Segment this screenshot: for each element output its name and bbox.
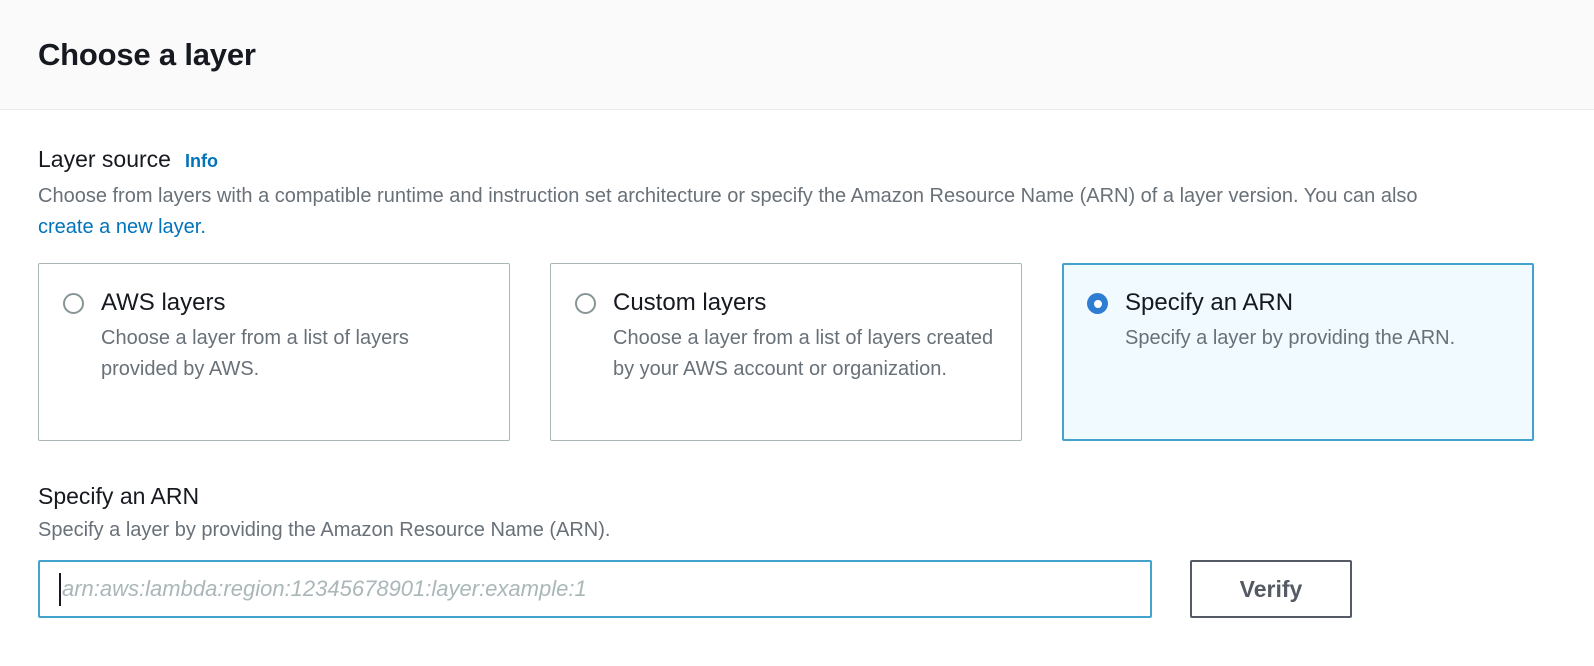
- radio-card-description: Choose a layer from a list of layers pro…: [101, 327, 409, 380]
- create-a-new-layer-link[interactable]: create a new layer.: [38, 216, 206, 238]
- page-title: Choose a layer: [38, 36, 256, 72]
- text-caret: [59, 573, 61, 606]
- radio-card-text: Custom layers Choose a layer from a list…: [613, 288, 997, 385]
- arn-input-row: Verify: [38, 560, 1556, 618]
- layer-source-label: Layer source: [38, 146, 171, 172]
- radio-card-aws-layers[interactable]: AWS layers Choose a layer from a list of…: [38, 263, 510, 441]
- radio-card-text: AWS layers Choose a layer from a list of…: [101, 288, 485, 385]
- radio-card-title: AWS layers: [101, 289, 226, 316]
- radio-icon-selected[interactable]: [1087, 293, 1108, 314]
- arn-section-title: Specify an ARN: [38, 483, 200, 509]
- info-link[interactable]: Info: [184, 151, 218, 171]
- radio-card-title: Custom layers: [613, 289, 767, 316]
- radio-card-text: Specify an ARN Specify a layer by provid…: [1125, 288, 1509, 354]
- radio-card-specify-an-arn[interactable]: Specify an ARN Specify a layer by provid…: [1062, 263, 1534, 441]
- radio-icon[interactable]: [575, 293, 596, 314]
- radio-card-description: Specify a layer by providing the ARN.: [1125, 327, 1456, 349]
- arn-section: Specify an ARN Specify a layer by provid…: [38, 483, 1556, 618]
- arn-section-description: Specify a layer by providing the Amazon …: [38, 519, 611, 541]
- radio-card-description: Choose a layer from a list of layers cre…: [613, 327, 994, 380]
- radio-card-title: Specify an ARN: [1125, 289, 1294, 316]
- radio-icon[interactable]: [63, 293, 84, 314]
- radio-inner-dot: [1093, 299, 1102, 308]
- modal-body: Layer source Info Choose from layers wit…: [0, 110, 1594, 618]
- layer-source-label-row: Layer source Info: [38, 146, 1556, 173]
- arn-input[interactable]: [38, 560, 1152, 618]
- arn-input-wrapper: [38, 560, 1152, 618]
- layer-source-description: Choose from layers with a compatible run…: [38, 181, 1468, 243]
- layer-source-radio-group: AWS layers Choose a layer from a list of…: [38, 263, 1556, 441]
- layer-source-description-text: Choose from layers with a compatible run…: [38, 185, 1418, 207]
- radio-card-custom-layers[interactable]: Custom layers Choose a layer from a list…: [550, 263, 1022, 441]
- modal-header: Choose a layer: [0, 0, 1594, 110]
- verify-button[interactable]: Verify: [1190, 560, 1352, 618]
